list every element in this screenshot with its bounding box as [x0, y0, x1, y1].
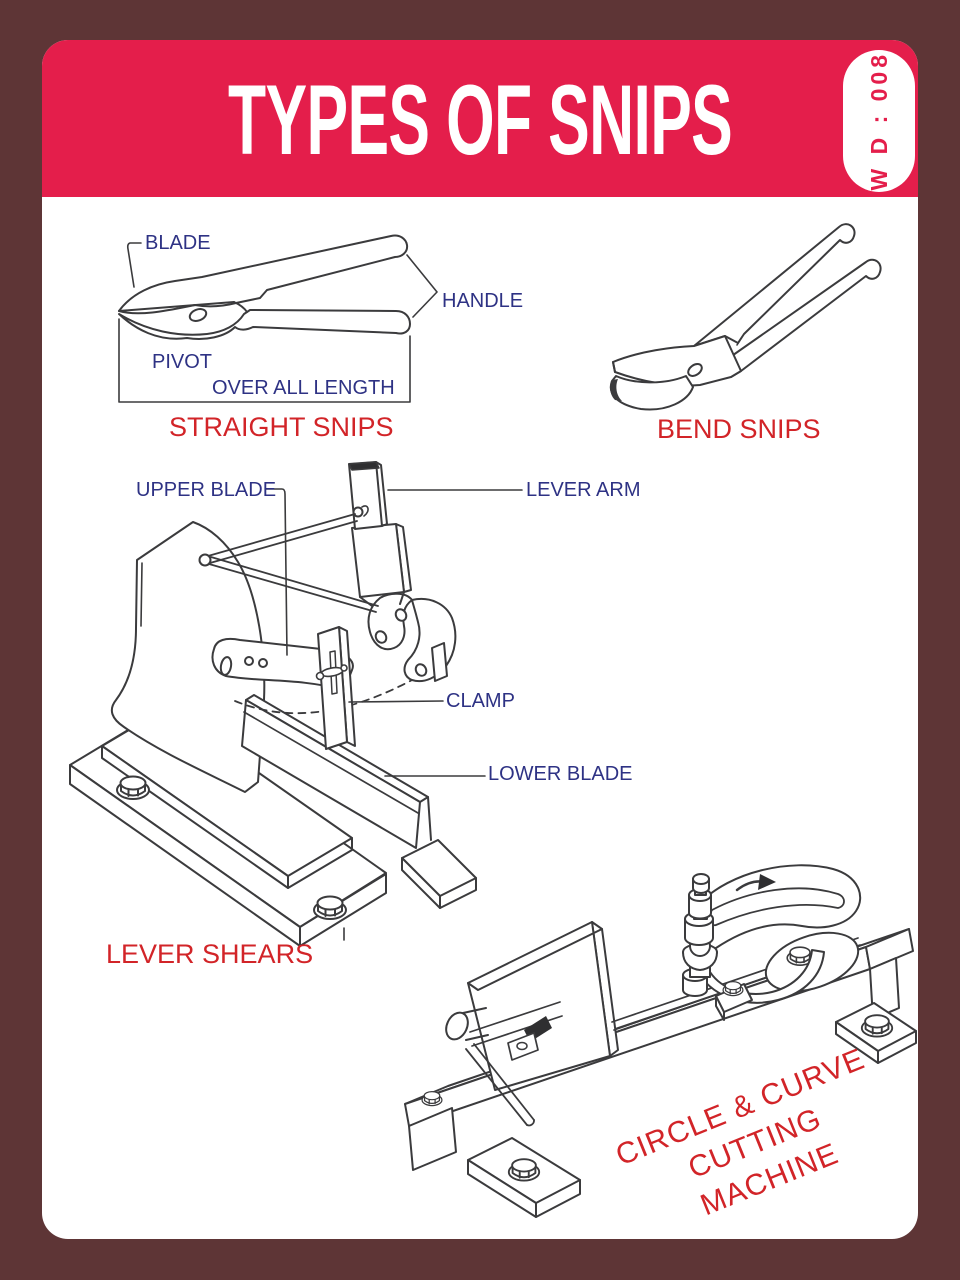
poster-card: TYPES OF SNIPS W D : 008 [42, 40, 918, 1239]
code-badge-text: W D : 008 [865, 51, 892, 191]
lower-blade-label: LOWER BLADE [488, 763, 633, 785]
page-title: TYPES OF SNIPS [227, 64, 733, 175]
bend-snips-caption: BEND SNIPS [657, 414, 821, 444]
handle-label: HANDLE [442, 290, 524, 312]
lever-shears-caption: LEVER SHEARS [106, 939, 314, 969]
clamp-label: CLAMP [446, 690, 515, 712]
header-band: TYPES OF SNIPS [42, 40, 918, 197]
lever-arm-label: LEVER ARM [526, 479, 641, 501]
upper-blade-label: UPPER BLADE [136, 479, 277, 501]
pivot-label: PIVOT [152, 351, 213, 373]
overall-length-label: OVER ALL LENGTH [212, 377, 395, 399]
straight-snips-caption: STRAIGHT SNIPS [169, 412, 394, 442]
code-badge: W D : 008 [843, 50, 915, 192]
blade-label: BLADE [145, 232, 211, 254]
